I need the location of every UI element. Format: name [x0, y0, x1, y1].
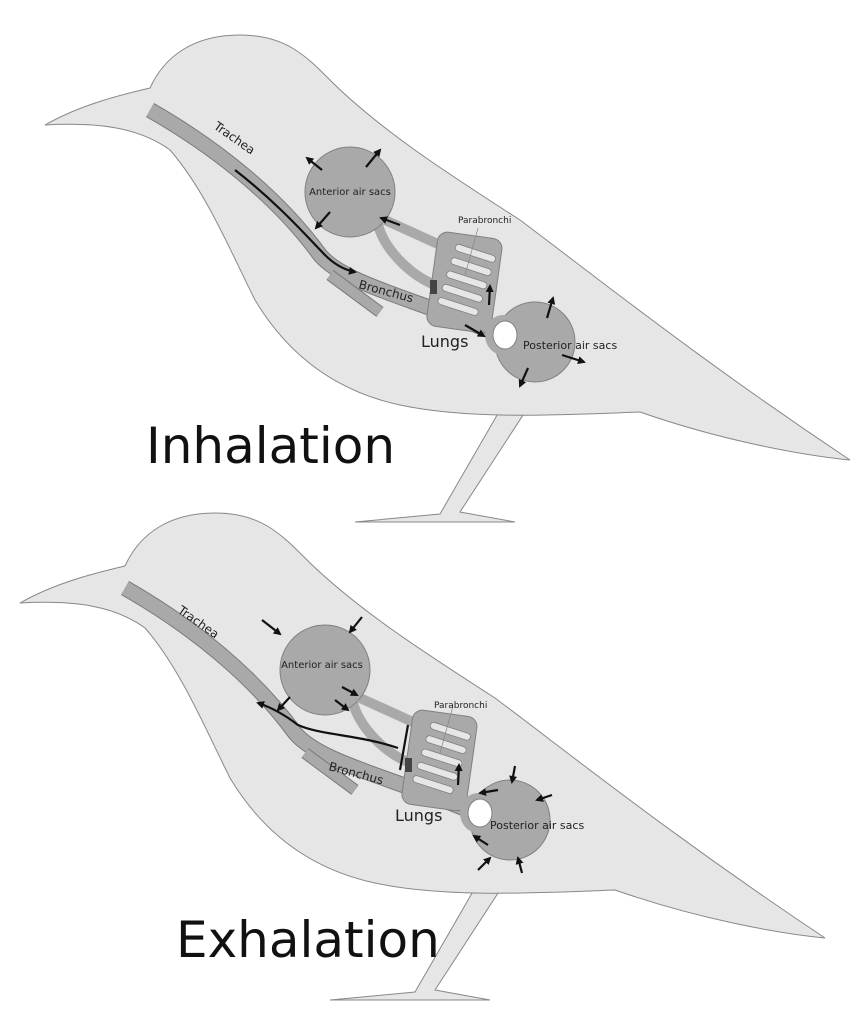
expand-arrow: [518, 367, 530, 388]
compress-arrow: [535, 793, 553, 802]
posterior-air-sacs-label: Posterior air sacs: [523, 339, 617, 352]
expand-arrow: [545, 296, 556, 319]
parabronchi-label: Parabronchi: [458, 216, 511, 226]
flow-arrow: [379, 216, 401, 227]
flow-arrow: [472, 834, 489, 846]
flow-arrow: [478, 788, 499, 796]
compress-arrow: [477, 856, 492, 871]
airflow-arrow: [234, 169, 357, 275]
inhalation-diagram: Trachea Anterior air sacs Parabronchi Br…: [45, 35, 850, 522]
compress-arrow: [261, 619, 282, 636]
expand-arrow: [365, 148, 382, 168]
expand-arrow: [305, 156, 323, 171]
lungs-label: Lungs: [421, 332, 468, 351]
exhalation-title: Exhalation: [176, 911, 440, 969]
parabronchi-label: Parabronchi: [434, 701, 487, 711]
lungs-label: Lungs: [395, 806, 442, 825]
compress-arrow: [509, 765, 518, 784]
anterior-air-sacs-label: Anterior air sacs: [309, 187, 391, 198]
posterior-air-sacs-label: Posterior air sacs: [490, 819, 584, 832]
exhalation-diagram: Trachea Anterior air sacs Parabronchi Br…: [20, 513, 825, 1000]
flow-arrow: [464, 324, 486, 338]
airflow-arrow: [258, 703, 410, 771]
expand-arrow: [314, 211, 331, 230]
flow-arrow: [276, 696, 291, 712]
compress-arrow: [515, 856, 524, 874]
flow-arrow: [334, 699, 350, 712]
flow-arrow: [485, 284, 494, 306]
anterior-air-sacs-label: Anterior air sacs: [281, 660, 363, 671]
expand-arrow: [561, 353, 586, 364]
flow-arrow: [341, 686, 359, 696]
inhalation-title: Inhalation: [146, 417, 395, 475]
compress-arrow: [348, 616, 363, 634]
flow-arrow: [454, 763, 463, 786]
